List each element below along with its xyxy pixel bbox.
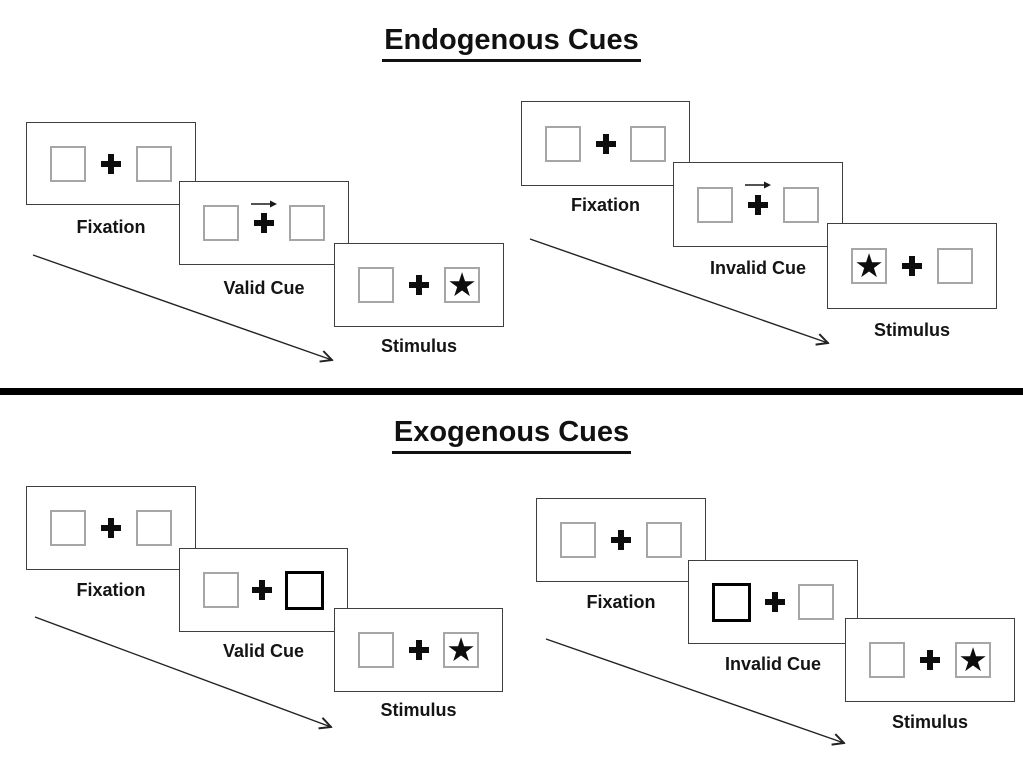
fixation-label: Fixation	[570, 195, 640, 215]
right-placeholder-box	[783, 186, 819, 223]
fixation-panel	[521, 101, 690, 186]
fixation-cross-icon	[920, 650, 940, 670]
left-placeholder-box	[697, 186, 733, 223]
star-icon: ★	[446, 630, 476, 668]
stimulus-panel: ★	[845, 618, 1015, 702]
right-placeholder-box	[937, 248, 973, 284]
fixation-cross-icon	[409, 275, 429, 295]
fixation-cross-icon	[748, 194, 768, 215]
fixation-cross-icon	[101, 153, 121, 174]
stimulus-label: Stimulus	[873, 320, 950, 340]
timeline-arrow	[32, 254, 345, 370]
fixation-cross-icon	[764, 592, 785, 612]
timeline-arrow	[545, 638, 854, 752]
invalid-cue-panel	[688, 560, 858, 644]
section-title-text: Endogenous Cues	[382, 24, 641, 62]
stimulus-panel: ★	[334, 243, 504, 327]
section-title-exogenous: Exogenous Cues	[0, 416, 1023, 454]
section-divider	[0, 388, 1023, 395]
right-target-box: ★	[955, 642, 991, 678]
fixation-cross-icon	[408, 640, 429, 660]
left-placeholder-box	[50, 510, 86, 546]
star-icon: ★	[854, 246, 884, 284]
right-placeholder-box	[798, 584, 834, 620]
valid-cue-panel	[179, 548, 348, 632]
left-placeholder-box	[545, 125, 581, 162]
stimulus-label: Stimulus	[380, 336, 457, 356]
left-placeholder-box	[869, 642, 905, 678]
fixation-cross-icon	[252, 580, 272, 600]
valid-cue-panel	[179, 181, 349, 265]
stimulus-label: Stimulus	[380, 700, 457, 720]
fixation-label: Fixation	[586, 592, 656, 612]
timeline-arrow	[34, 616, 343, 736]
fixation-panel	[26, 122, 196, 205]
right-placeholder-box	[289, 205, 325, 241]
fixation-panel	[26, 486, 196, 570]
valid-cue-label: Valid Cue	[223, 278, 305, 298]
fixation-label: Fixation	[76, 580, 146, 600]
fixation-cross-icon	[611, 530, 631, 550]
right-placeholder-box	[136, 510, 172, 546]
right-target-box: ★	[443, 632, 479, 668]
star-icon: ★	[958, 640, 988, 678]
left-target-box: ★	[851, 248, 887, 284]
right-placeholder-box	[136, 145, 172, 182]
right-cue-box	[285, 570, 324, 610]
valid-cue-label: Valid Cue	[222, 641, 305, 661]
section-title-text: Exogenous Cues	[391, 416, 632, 454]
invalid-cue-panel	[673, 162, 843, 247]
stimulus-panel: ★	[827, 223, 997, 309]
fixation-cross-icon	[254, 213, 274, 233]
right-placeholder-box	[630, 125, 666, 162]
invalid-cue-label: Invalid Cue	[724, 654, 822, 674]
stimulus-panel: ★	[334, 608, 503, 692]
left-cue-box	[712, 582, 751, 622]
left-placeholder-box	[203, 205, 239, 241]
left-placeholder-box	[358, 267, 394, 303]
right-target-box: ★	[444, 267, 480, 303]
cue-arrow-icon	[745, 181, 771, 189]
timeline-arrow	[529, 238, 842, 354]
invalid-cue-label: Invalid Cue	[709, 258, 807, 278]
left-placeholder-box	[203, 572, 239, 608]
section-title-endogenous: Endogenous Cues	[0, 24, 1023, 62]
left-placeholder-box	[560, 522, 596, 558]
left-placeholder-box	[50, 145, 86, 182]
right-placeholder-box	[646, 522, 682, 558]
left-placeholder-box	[358, 632, 394, 668]
star-icon: ★	[447, 265, 477, 303]
stimulus-label: Stimulus	[891, 712, 968, 732]
fixation-label: Fixation	[76, 217, 146, 237]
fixation-cross-icon	[101, 518, 121, 538]
fixation-cross-icon	[902, 256, 922, 276]
cue-arrow-icon	[251, 200, 277, 208]
fixation-cross-icon	[595, 133, 616, 154]
fixation-panel	[536, 498, 706, 582]
